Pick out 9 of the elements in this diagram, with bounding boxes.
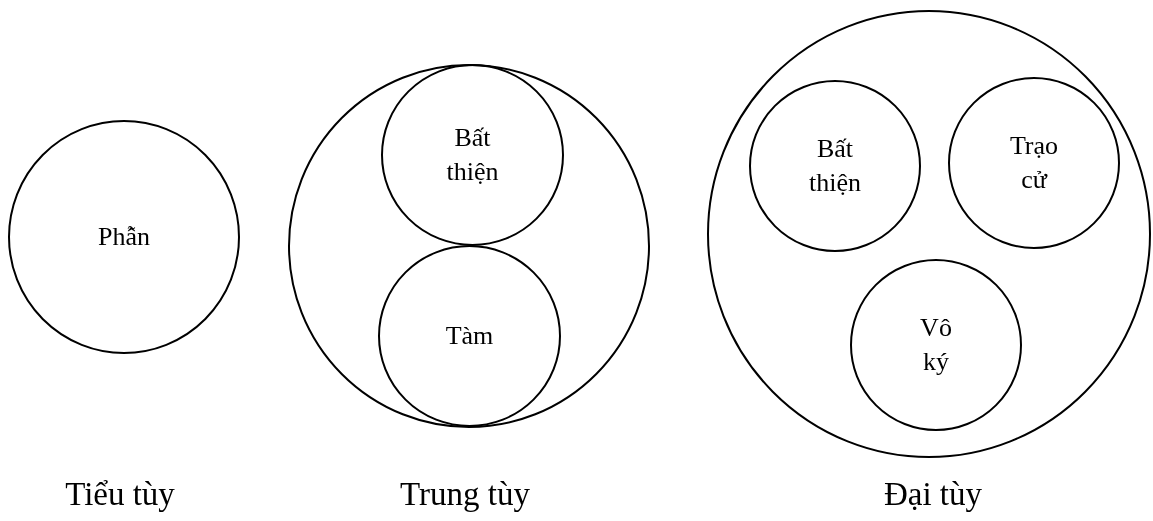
node-label: Trạo cử	[1009, 130, 1059, 196]
node-label: Bất thiện	[809, 133, 861, 199]
node-label: Tàm	[445, 320, 494, 353]
caption: Đại tùy	[883, 476, 983, 513]
node-label: Vô ký	[920, 312, 952, 378]
caption: Tiểu tùy	[65, 476, 175, 513]
node-label: Bất thiện	[446, 122, 499, 188]
caption: Trung tùy	[400, 476, 530, 513]
node-label: Phẫn	[98, 221, 150, 254]
